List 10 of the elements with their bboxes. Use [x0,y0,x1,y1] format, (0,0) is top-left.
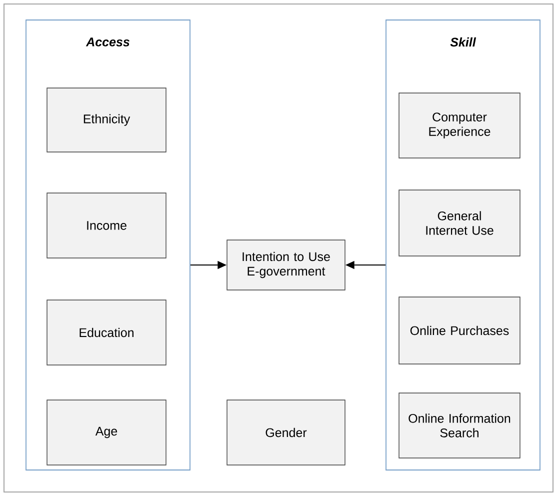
factor-box: Online Information Search [398,392,520,458]
factor-box: Computer Experience [398,92,520,158]
factor-box: Intention to Use E-government [226,240,346,290]
factor-box: Education [46,300,166,366]
factor-box: Gender [226,400,346,466]
factor-box: Income [46,192,166,258]
factor-box: Online Purchases [398,296,520,364]
factor-box: Age [46,400,166,466]
factor-box: General Internet Use [398,190,520,256]
factor-box: Ethnicity [46,88,166,152]
